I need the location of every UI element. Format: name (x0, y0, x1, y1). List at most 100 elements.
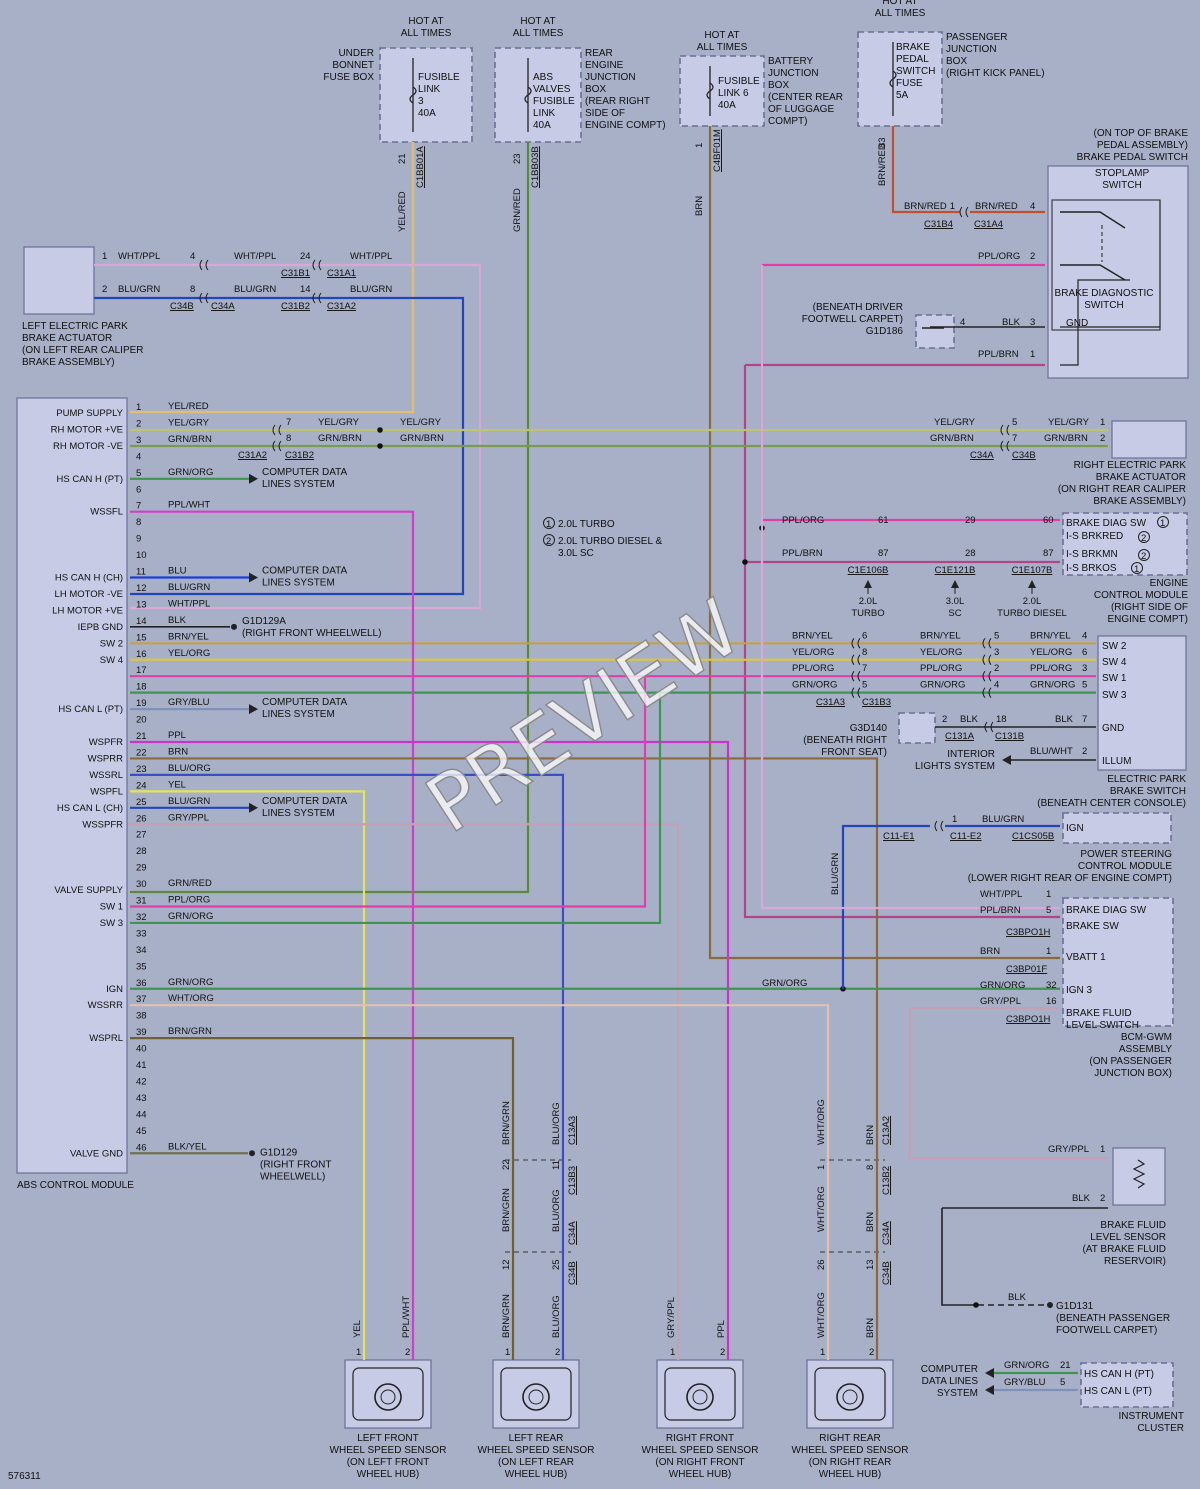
cluster-pin-name-1: HS CAN L (PT) (1084, 1386, 1152, 1397)
source-wire-2: GRN/RED (512, 188, 523, 232)
sensor-pD-4: 13 (865, 1259, 876, 1270)
pscm-pin-ign: IGN (1066, 823, 1084, 834)
epbs-w1-3: GRN/ORG (792, 680, 837, 691)
abs-wire-label-19: GRY/BLU (168, 697, 210, 708)
sensor-c3-4: C34A (881, 1221, 892, 1245)
conn-c11e2: C11-E2 (950, 831, 982, 842)
abs-pin-name-46: VALVE GND (70, 1148, 123, 1159)
conn-c31a2-b: C31A2 (238, 450, 267, 461)
ecm-pin-brkos: I-S BRKOS (1066, 563, 1117, 574)
abs-pin-7: 7 (136, 501, 141, 512)
abs-pin-28: 28 (136, 846, 147, 857)
ign-left-wire: GRN/ORG (762, 978, 807, 989)
abs-pin-34: 34 (136, 945, 147, 956)
g1d129a-label: G1D129A(RIGHT FRONT WHEELWELL) (242, 616, 381, 639)
abs-wire-label-3: GRN/BRN (168, 434, 212, 445)
conn-c34a: C34A (211, 301, 235, 312)
stoplamp-pin1: 1 (1030, 349, 1035, 360)
abs-pin-name-15: SW 2 (100, 638, 123, 649)
sensor-p1-4: 1 (820, 1347, 825, 1358)
abs-pin-24: 24 (136, 780, 147, 791)
abs-wire-label-1: YEL/RED (168, 401, 209, 412)
cluster-pin-name-0: HS CAN H (PT) (1084, 1369, 1154, 1380)
electric-park-brake-switch (1097, 635, 1187, 771)
note-2-marker (543, 534, 555, 546)
abs-pin-31: 31 (136, 896, 147, 907)
abs-pin-26: 26 (136, 813, 147, 824)
abs-pin-23: 23 (136, 764, 147, 775)
abs-pin-44: 44 (136, 1109, 147, 1120)
source-conn-3: C4BF01M (712, 129, 723, 172)
abs-pin-name-37: WSSRR (88, 1000, 124, 1011)
epbs-gnd-p2: 18 (996, 714, 1007, 725)
g1d186-label: G1D186 (866, 326, 904, 337)
abs-wire-label-24: YEL (168, 779, 186, 790)
epbs-p3-0: 4 (1082, 630, 1087, 641)
connector (1000, 440, 1010, 452)
fuse-icon (889, 70, 897, 88)
connector (851, 670, 861, 682)
sensor-w1b-2: BRN/GRN (501, 1188, 512, 1232)
fuse-icon (524, 86, 532, 104)
illum-wire: BLU/WHT (1030, 746, 1073, 757)
wire-wspfl (130, 790, 366, 1360)
source-pin-1: 21 (397, 153, 408, 164)
ecm-c2: 87 (1043, 548, 1054, 559)
figure-id: 576311 (8, 1471, 41, 1482)
switch-contact (1060, 264, 1126, 281)
sensor-pB-4: 8 (865, 1165, 876, 1170)
ground-g3d140 (898, 712, 936, 744)
source-pin-3: 1 (694, 143, 705, 148)
connector (272, 424, 282, 436)
sensor-c1-2: C13A3 (567, 1116, 578, 1145)
abs-pin-name-7: WSSFL (90, 507, 123, 518)
abs-pin-name-31: SW 1 (100, 902, 123, 913)
sensor-pB-2: 11 (551, 1160, 562, 1170)
wire-pump-supply (130, 142, 415, 414)
rh-p4b: 2 (1100, 433, 1105, 444)
cds-arrow-11 (249, 572, 258, 583)
ecm-note-num-1: 2 (1141, 533, 1146, 544)
wire-fluid-sensor (908, 1008, 1108, 1160)
g1d186-pin: 4 (960, 317, 965, 328)
abs-pin-name-11: HS CAN H (CH) (55, 573, 123, 584)
abs-pin-1: 1 (136, 402, 141, 413)
cluster-pin-1: 5 (1060, 1377, 1065, 1388)
connector (984, 721, 994, 733)
conn-c131b: C131B (995, 731, 1024, 742)
connector (934, 820, 944, 832)
lepb-p2b: 8 (190, 284, 195, 295)
sensor-p1-3: 1 (670, 1347, 675, 1358)
conn-c31a1: C31A1 (327, 268, 356, 279)
abs-pin-name-12: LH MOTOR -VE (55, 589, 123, 600)
abs-pin-name-36: IGN (106, 984, 123, 995)
connector (982, 670, 992, 682)
cluster-wire-0: GRN/ORG (1004, 1360, 1049, 1371)
g1d186-wire: BLK (1002, 317, 1021, 328)
abs-wire-label-11: BLU (168, 566, 187, 577)
cluster-arrow-1 (985, 1385, 994, 1395)
ecm-b1: 29 (965, 515, 976, 526)
abs-pin-name-39: WSPRL (89, 1033, 123, 1044)
abs-pin-38: 38 (136, 1011, 147, 1022)
epbs-w1-0: BRN/YEL (792, 630, 833, 641)
sensor-pD-2: 25 (551, 1259, 562, 1270)
ecm-pin-brkmn: I-S BRKMN (1066, 549, 1118, 560)
epbs-p2-2: 2 (994, 663, 999, 674)
connector (1000, 424, 1010, 436)
note-1: 2.0L TURBO (558, 519, 615, 530)
wire-sw3 (130, 694, 662, 925)
abs-pin-5: 5 (136, 468, 141, 479)
epbs-gnd-wire: BLK (960, 714, 979, 725)
ecm-wire-ppl-org: PPL/ORG (782, 515, 824, 526)
rh-w3b: GRN/BRN (930, 433, 974, 444)
splice (377, 427, 383, 433)
lepb-pin2: 2 (102, 284, 107, 295)
conn-c31b4: C31B4 (924, 219, 953, 230)
ecm-conn-2: C1E107B (1012, 565, 1053, 576)
abs-label: ABS CONTROL MODULE (17, 1180, 134, 1191)
